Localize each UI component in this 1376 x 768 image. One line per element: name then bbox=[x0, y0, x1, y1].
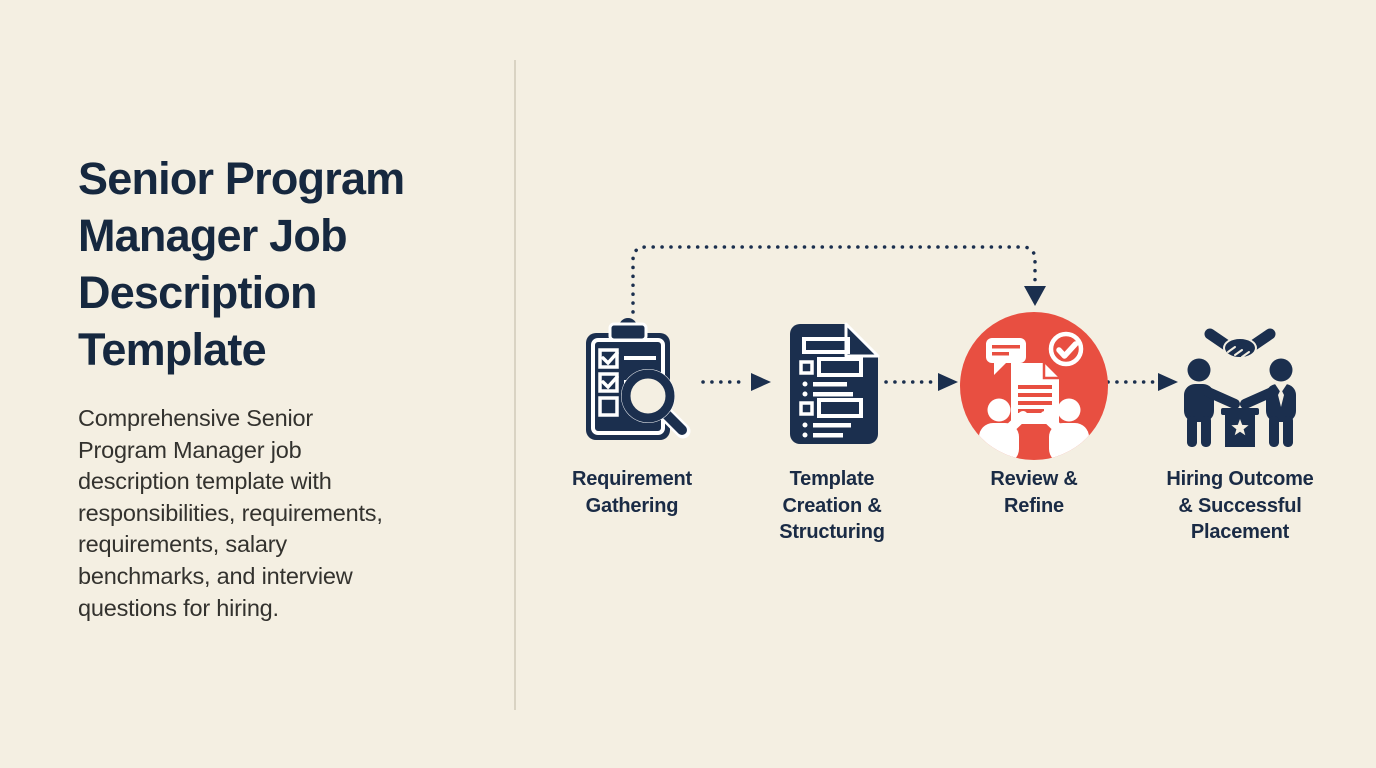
step-label-template-creation: Template Creation & Structuring bbox=[779, 468, 885, 543]
page-description: Comprehensive Senior Program Manager job… bbox=[78, 405, 383, 621]
left-person-glyph bbox=[1184, 358, 1240, 447]
step-label-requirement-gathering: Requirement Gathering bbox=[571, 468, 693, 517]
clipboard-checklist-magnifier-icon bbox=[586, 318, 691, 440]
right-person-glyph bbox=[1240, 358, 1296, 447]
arrow-step3-step4 bbox=[1106, 373, 1178, 391]
speech-bubble-glyph bbox=[986, 338, 1026, 375]
check-badge-glyph bbox=[1048, 331, 1084, 367]
step-label-hiring-outcome: Hiring Outcome & Successful Placement bbox=[1166, 468, 1314, 543]
review-discussion-icon bbox=[960, 312, 1108, 460]
vertical-divider bbox=[514, 60, 516, 710]
reviewed-document-glyph bbox=[1011, 363, 1059, 424]
page-title: Senior Program Manager Job Description T… bbox=[78, 153, 405, 375]
magnifier-glyph bbox=[621, 369, 691, 439]
handshake-hiring-icon bbox=[1184, 328, 1296, 447]
award-podium-glyph bbox=[1221, 408, 1259, 447]
step-label-review-refine: Review & Refine bbox=[990, 468, 1078, 517]
arrow-step2-step3 bbox=[884, 373, 958, 391]
handshake-glyph bbox=[1204, 328, 1276, 359]
feedback-loop-arrow bbox=[631, 245, 1046, 314]
arrow-step1-step2 bbox=[701, 373, 771, 391]
document-form-icon bbox=[790, 322, 880, 444]
